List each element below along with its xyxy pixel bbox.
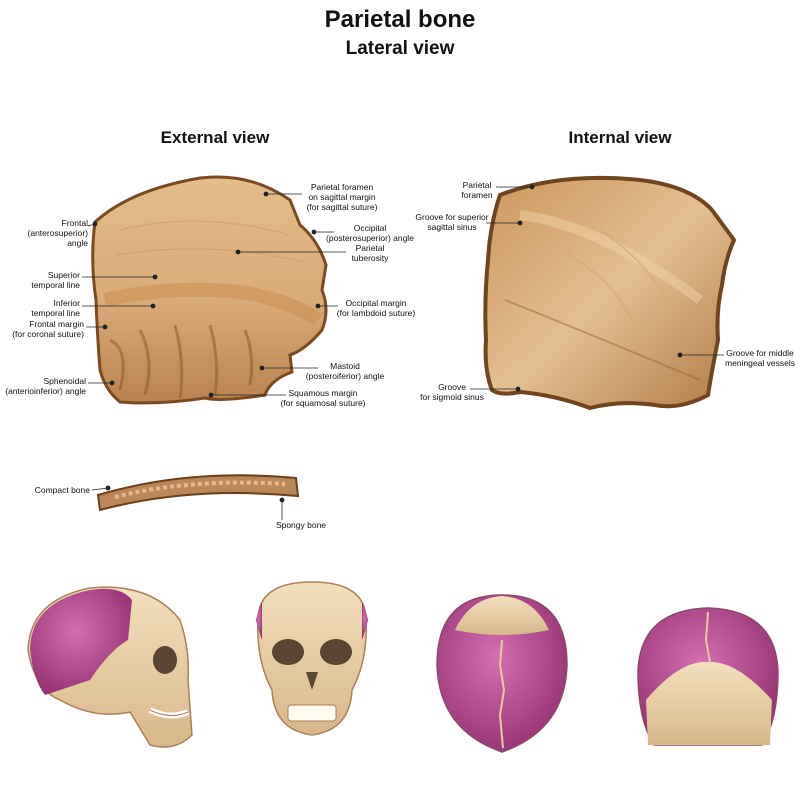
label-groove-meningeal: Groove for middle meningeal vessels xyxy=(725,348,795,368)
cross-section-bone xyxy=(91,474,300,520)
label-parietal-foramen-ext: Parietal foramen on sagittal margin (for… xyxy=(306,182,378,212)
page-subtitle: Lateral view xyxy=(345,38,455,59)
label-squamous-margin: Squamous margin (for squamosal suture) xyxy=(280,388,366,408)
internal-pointers xyxy=(470,184,724,392)
external-parietal-bone xyxy=(91,175,328,405)
label-compact-bone: Compact bone xyxy=(34,485,90,495)
external-view-heading: External view xyxy=(160,128,270,147)
page-title: Parietal bone xyxy=(324,6,476,33)
label-frontal-angle: Frontal (anterosuperior) angle xyxy=(27,218,88,248)
label-superior-temporal-line: Superior temporal line xyxy=(31,270,80,290)
skull-lateral xyxy=(27,586,193,748)
label-sphenoidal-angle: Sphenoidal (anterioinferior) angle xyxy=(5,376,86,396)
label-mastoid-angle: Mastoid (posteroiferior) angle xyxy=(305,361,385,381)
label-parietal-tuberosity: Parietal tuberosity xyxy=(351,243,389,263)
skull-posterior xyxy=(637,607,779,746)
label-groove-sigmoid: Groove for sigmoid sinus xyxy=(420,382,484,402)
label-occipital-margin: Occipital margin (for lambdoid suture) xyxy=(336,298,416,318)
external-pointers xyxy=(82,191,346,398)
label-spongy-bone: Spongy bone xyxy=(275,520,327,530)
label-occipital-angle: Occipital (posterosuperior) angle xyxy=(326,223,414,243)
label-frontal-margin: Frontal margin (for coronal suture) xyxy=(12,319,84,339)
skull-frontal xyxy=(256,581,368,736)
label-parietal-foramen-int: Parietal foramen xyxy=(461,180,493,200)
label-inferior-temporal-line: Inferior temporal line xyxy=(31,298,80,318)
label-groove-sagittal: Groove for superior sagittal sinus xyxy=(415,212,489,232)
internal-view-heading: Internal view xyxy=(568,128,672,147)
internal-parietal-bone xyxy=(483,175,737,411)
skull-superior xyxy=(436,594,568,753)
